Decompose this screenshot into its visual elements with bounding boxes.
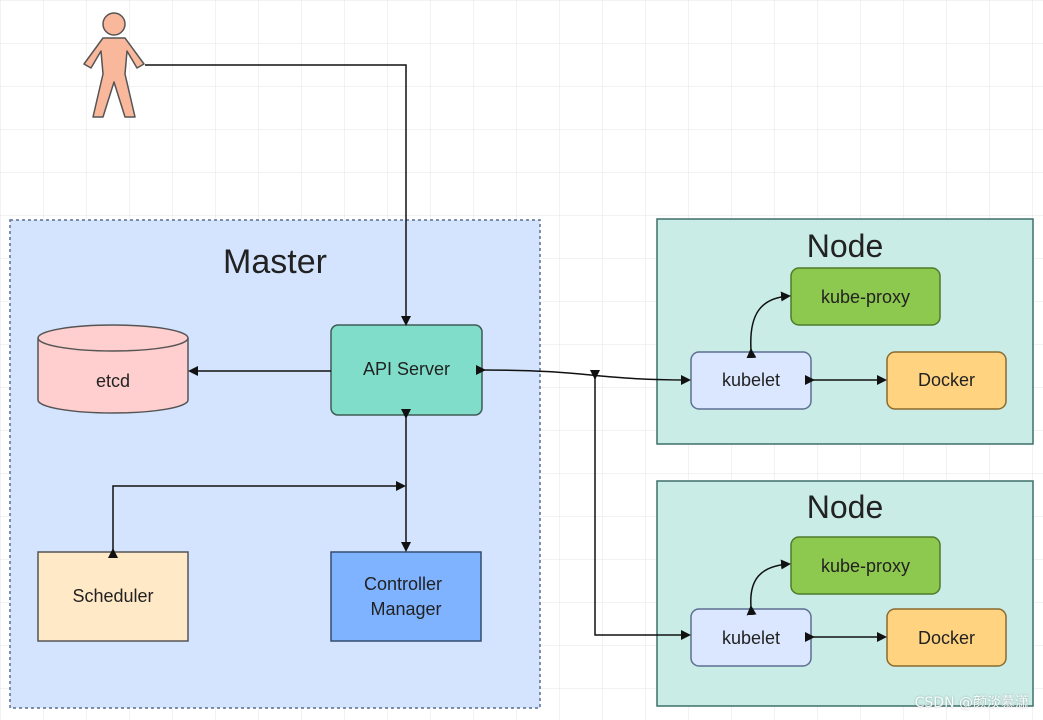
controller-manager-box: Controller Manager — [330, 551, 482, 642]
node-2-docker-label: Docker — [918, 628, 975, 648]
node-1-kubelet-label: kubelet — [722, 370, 780, 390]
etcd-label: etcd — [96, 371, 130, 391]
node-1-docker-box: Docker — [886, 351, 1007, 410]
master-title: Master — [223, 243, 327, 281]
api-to-node-2-kubelet-connector — [590, 370, 691, 640]
node-2-kubelet-box: kubelet — [690, 608, 812, 667]
controller-manager-label-line-1: Controller — [364, 574, 442, 594]
node-2-docker-box: Docker — [886, 608, 1007, 667]
node-2-title: Node — [807, 489, 884, 525]
api-server-box: API Server — [330, 324, 483, 416]
scheduler-label: Scheduler — [72, 586, 153, 606]
node-2-kube-proxy-label: kube-proxy — [821, 556, 910, 576]
node-1-kubelet-kube-proxy-connector — [746, 291, 791, 359]
node-2-kubelet-label: kubelet — [722, 628, 780, 648]
scheduler-box: Scheduler — [37, 551, 189, 642]
watermark: CSDN @颜淡慕潇 — [914, 695, 1029, 711]
user-icon — [83, 12, 145, 118]
node-2-kubelet-kube-proxy-connector — [746, 559, 791, 616]
user-to-api-connector — [145, 64, 411, 326]
etcd-database: etcd — [37, 324, 189, 414]
api-server-label: API Server — [363, 359, 450, 379]
controller-manager-label-line-2: Manager — [370, 599, 441, 619]
node-2-kube-proxy-box: kube-proxy — [790, 536, 941, 595]
scheduler-to-api-link — [108, 481, 406, 558]
node-1-kube-proxy-label: kube-proxy — [821, 287, 910, 307]
node-1-kubelet-box: kubelet — [690, 351, 812, 410]
node-1-kube-proxy-box: kube-proxy — [790, 267, 941, 326]
database-icon — [37, 338, 189, 414]
node-1-docker-label: Docker — [918, 370, 975, 390]
node-1-title: Node — [807, 228, 884, 264]
node-cluster-1: Node — [656, 218, 1034, 445]
